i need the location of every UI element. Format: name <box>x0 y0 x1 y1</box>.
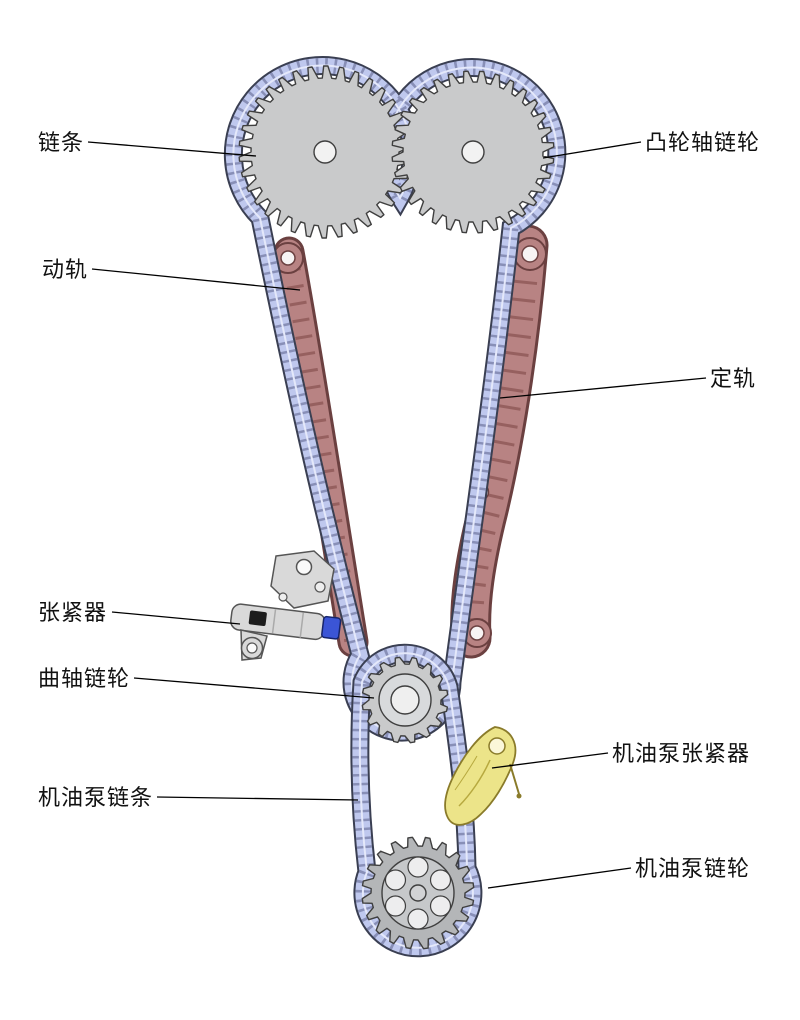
tensioner-bracket-hole-2 <box>314 581 326 593</box>
fixed-rail-bottom-hole <box>469 625 485 641</box>
leader-oil-pump-tensioner <box>491 752 609 769</box>
label-fixed-rail: 定轨 <box>710 366 757 391</box>
oil-pump-sprocket-lightening-hole-1 <box>407 856 429 878</box>
leader-chain <box>87 141 257 157</box>
leader-oil-pump-sprocket <box>487 867 632 889</box>
label-oil-pump-chain: 机油泵链条 <box>38 785 154 810</box>
oil-pump-sprocket-lightening-hole-3 <box>429 895 452 917</box>
tensioner-piston <box>321 615 342 640</box>
leader-crankshaft-sprocket <box>133 677 375 699</box>
leader-oil-pump-chain <box>156 796 359 801</box>
leader-fixed-rail <box>499 377 707 399</box>
label-oil-pump-tensioner: 机油泵张紧器 <box>612 741 751 766</box>
fixed-rail-top-hole <box>521 245 539 263</box>
oil-pump-tensioner-rib-2 <box>454 755 478 791</box>
tensioner-cylinder-group <box>230 603 342 641</box>
oil-pump-tensioner-pin-tip <box>516 793 522 799</box>
sprockets <box>238 65 555 950</box>
moving-rail <box>272 243 353 642</box>
leader-moving-rail <box>91 268 301 291</box>
oil-pump-sprocket-lightening-hole-5 <box>384 895 407 917</box>
label-crankshaft-sprocket: 曲轴链轮 <box>38 666 131 691</box>
tensioner-bracket <box>270 550 335 609</box>
leader-lines <box>87 141 707 889</box>
label-camshaft-sprocket: 凸轮轴链轮 <box>645 130 761 155</box>
oil-pump-tensioner-rib-1 <box>458 759 491 807</box>
oil-pump-tensioner-hole <box>488 737 506 755</box>
tensioner-cylinder-ridge-2 <box>299 612 305 638</box>
tensioner-bracket-hole-3 <box>278 592 288 602</box>
oil-pump-tensioner <box>444 726 522 826</box>
tensioner <box>230 550 342 661</box>
label-oil-pump-sprocket: 机油泵链轮 <box>635 856 751 881</box>
tensioner-cylinder-ridge-1 <box>271 609 277 634</box>
label-chain: 链条 <box>38 130 85 155</box>
leader-tensioner <box>111 611 241 625</box>
tensioner-bracket-hole-1 <box>295 558 313 576</box>
camshaft-sprocket-right-hole <box>461 140 485 164</box>
oil-pump-sprocket-center-hole <box>409 884 427 902</box>
camshaft-sprocket-left-hole <box>313 140 337 164</box>
label-tensioner: 张紧器 <box>38 600 108 625</box>
oil-pump-sprocket-lightening-hole-2 <box>429 869 452 891</box>
oil-pump-sprocket-lightening-hole-4 <box>407 908 429 930</box>
crankshaft-sprocket-hole <box>390 685 420 715</box>
oil-pump-tensioner-pin <box>509 763 520 795</box>
tensioner-label-plate <box>248 610 267 627</box>
moving-rail-pivot-hole <box>280 250 296 266</box>
oil-pump-sprocket-lightening-hole-6 <box>384 869 407 891</box>
tensioner-foot-hole <box>246 642 258 654</box>
leader-camshaft-sprocket <box>542 141 642 159</box>
label-moving-rail: 动轨 <box>42 257 89 282</box>
